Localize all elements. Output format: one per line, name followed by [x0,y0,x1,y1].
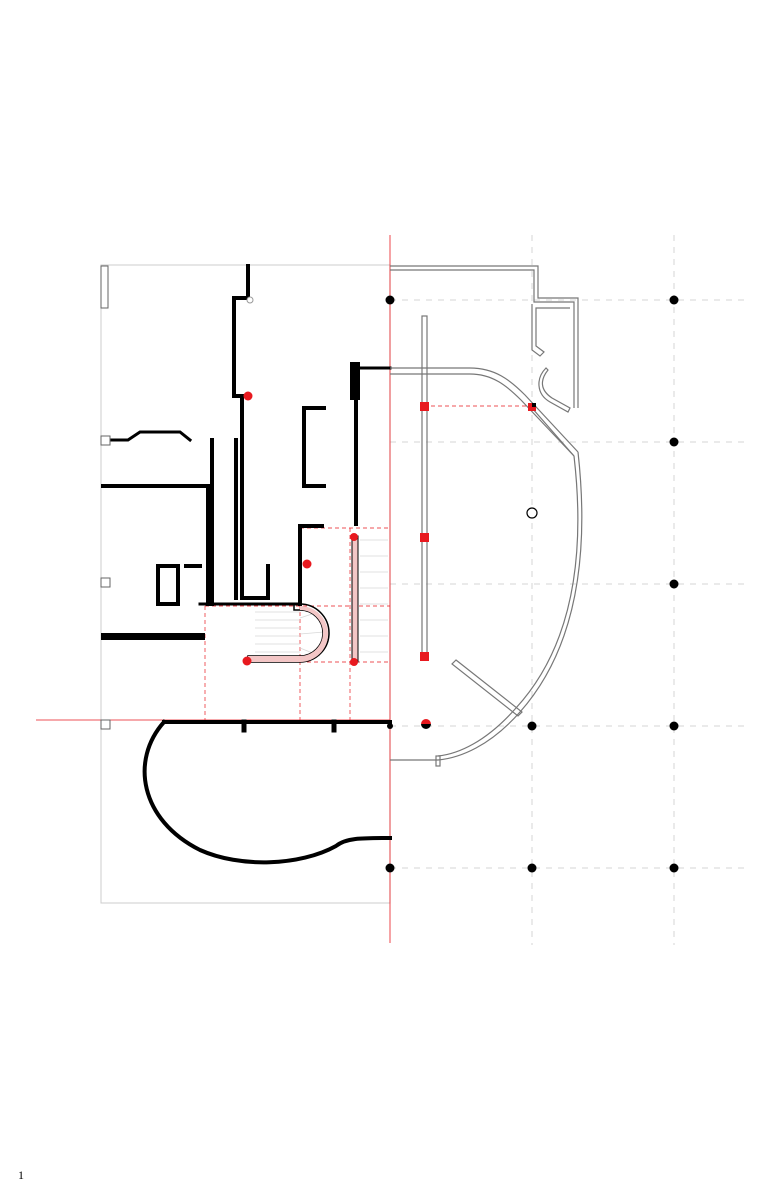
outline-wall [531,407,575,457]
red-half-dot [421,719,431,724]
outline-wall [390,269,575,408]
edge-marker [100,265,109,309]
wall [302,406,326,488]
site-boundary [100,264,391,904]
red-dot [302,559,312,569]
wall-block [101,633,205,640]
wall [156,564,180,606]
red-square [420,533,429,542]
stair-tread [299,631,325,635]
page-number: 1 [18,1168,24,1182]
edge-marker [100,435,111,446]
spiral-stair-outline [247,603,330,663]
column-dot [669,437,679,447]
site-boundary-rect [100,264,391,904]
hollow-column-marker [526,507,538,519]
outline-wall [538,367,571,413]
column-dot [527,721,537,731]
column-dot [385,295,395,305]
column-dot [669,721,679,731]
column-dot [387,723,393,729]
curved-wall [142,719,393,865]
red-dot [242,656,252,666]
columns [385,295,679,873]
wall [232,264,270,600]
edge-marker [100,719,111,730]
walls-existing [101,264,393,865]
outline-wall-end [435,755,441,767]
outline-wall [451,659,523,717]
column-dot [527,863,537,873]
highlight-markers [242,391,536,724]
straight-ramp-outline [351,535,359,663]
stair-treads [255,539,388,657]
structural-grid [390,235,745,945]
outline-wall [390,373,575,457]
red-dot [350,533,358,541]
black-corner-mark [532,403,536,407]
edge-marker [100,577,111,588]
wall [104,430,193,443]
wall [298,524,324,606]
red-dot [350,658,358,666]
outline-wall [390,265,579,408]
outline-wall [390,451,583,761]
black-half-dot [421,724,431,729]
red-dot [243,391,253,401]
outline-wall [437,455,579,757]
outline-wall [390,367,579,453]
column-dot [669,295,679,305]
wall [101,484,210,606]
stair-zone-outline [204,405,532,720]
red-square [420,402,429,411]
red-square [420,652,429,661]
column-dot [385,863,395,873]
column-dot [669,579,679,589]
column-dot [669,863,679,873]
hollow-column-marker [246,296,254,304]
wall-block [350,362,360,400]
walls-proposed [390,265,583,767]
outline-wall [531,304,570,357]
edge-markers [100,265,111,730]
spiral-stair-fill [248,606,328,662]
